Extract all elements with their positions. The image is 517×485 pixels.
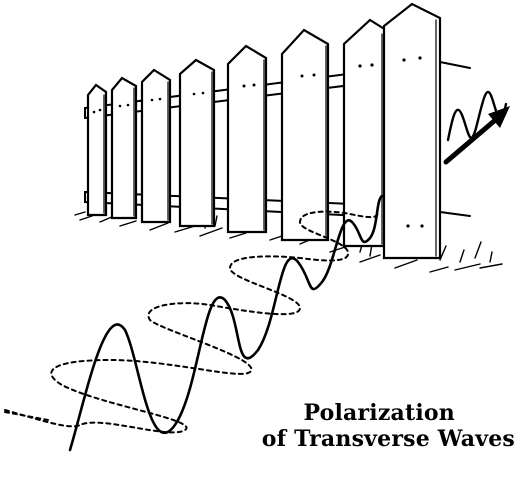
nail-dots [92, 56, 424, 228]
picket-1 [86, 83, 108, 217]
propagation-arrow-icon [443, 106, 510, 165]
picket-fence [86, 2, 442, 260]
picket-8 [382, 2, 442, 260]
vertical-wave-component [68, 194, 384, 452]
picket-2 [110, 76, 138, 220]
picket-7 [342, 18, 388, 248]
horizontal-wave-component [4, 210, 379, 434]
picket-5 [226, 44, 268, 234]
caption-line-2: of Transverse Waves [261, 426, 515, 452]
picket-4 [178, 58, 216, 228]
caption-line-1: Polarization [303, 400, 455, 426]
picket-6 [280, 28, 330, 242]
picket-3 [140, 68, 172, 224]
